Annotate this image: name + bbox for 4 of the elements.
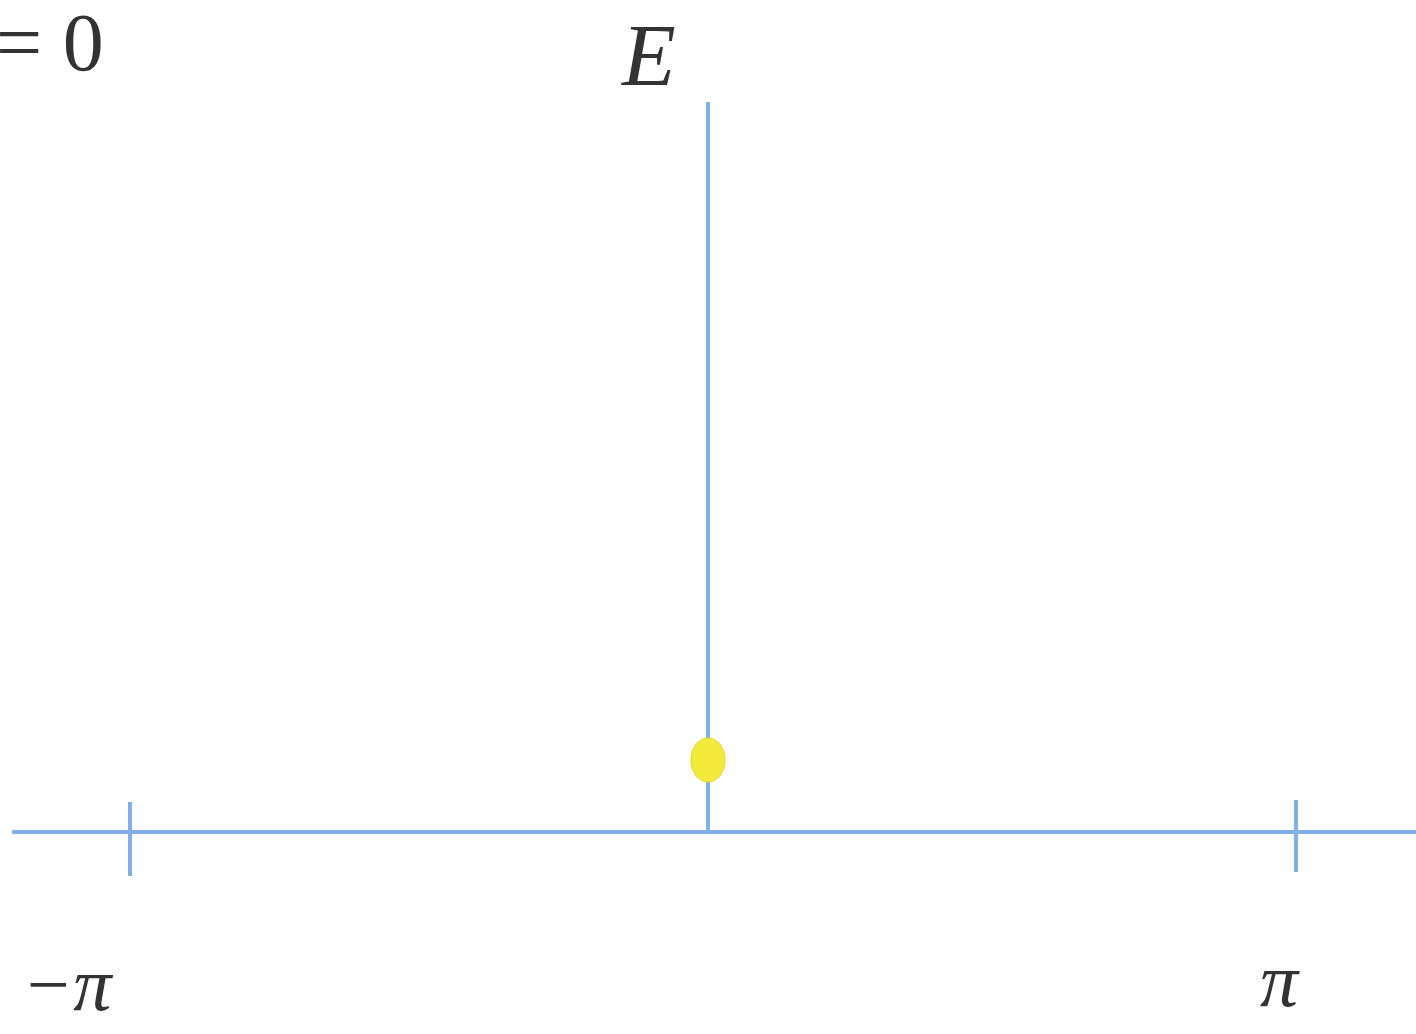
axis-label: E: [622, 12, 676, 100]
equation-label: = 0: [0, 2, 104, 84]
tick-label: π: [1260, 942, 1299, 1018]
tick-label: −π: [22, 946, 112, 1022]
